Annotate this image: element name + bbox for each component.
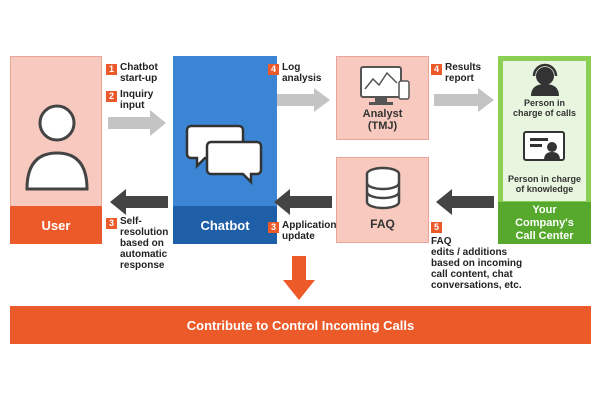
arrow-chatbot-to-analyst: [270, 88, 330, 112]
step-note-line: Application: [282, 220, 337, 231]
database-icon: [365, 166, 401, 210]
chatbot-label: Chatbot: [173, 206, 277, 244]
step-badge-3-self: 3: [106, 218, 117, 229]
step-note-results-report: Results report: [445, 62, 481, 84]
user-label: User: [10, 206, 102, 244]
step-note-application-update: Application update: [282, 220, 336, 242]
arrow-down-to-banner: [283, 256, 315, 300]
step-badge-4-log: 4: [268, 64, 279, 75]
person-calls-text: Person in charge of calls: [503, 98, 586, 118]
step-badge-5: 5: [431, 222, 442, 233]
step-note-chatbot-startup: Chatbot start-up: [120, 62, 158, 84]
arrow-analyst-to-center: [434, 88, 494, 112]
arrow-center-to-faq: [436, 189, 494, 215]
call-center-label: Your Company's Call Center: [498, 202, 591, 244]
step-badge-2: 2: [106, 91, 117, 102]
call-center-label-line: Call Center: [515, 229, 574, 242]
step-note-line: automatic: [120, 249, 168, 260]
step-note-line: conversations, etc.: [431, 280, 522, 291]
analyst-label: Analyst (TMJ): [336, 108, 429, 132]
step-note-line: resolution: [120, 227, 169, 238]
step-note-line: analysis: [282, 73, 322, 84]
step-note-line: call content, chat: [431, 269, 513, 280]
person-knowledge-text: Person in charge of knowledge: [503, 174, 586, 194]
call-center-label-line: Company's: [515, 216, 574, 229]
step-badge-1: 1: [106, 64, 117, 75]
step-note-inquiry-input: Inquiry input: [120, 89, 153, 111]
arrow-chatbot-to-user: [110, 189, 168, 215]
analyst-label-line: (TMJ): [367, 120, 398, 132]
step-note-line: update: [282, 231, 315, 242]
step-note-line: report: [445, 73, 474, 84]
faq-box: [336, 157, 429, 243]
person-knowledge-line: Person in charge: [507, 174, 582, 184]
person-calls-line: Person in: [523, 98, 565, 108]
step-note-line: based on: [120, 238, 164, 249]
step-note-line: input: [120, 100, 145, 111]
call-center-label-line: Your: [532, 203, 557, 216]
user-person-icon: [25, 104, 89, 191]
faq-label: FAQ: [370, 217, 395, 231]
step-note-line: Log: [282, 62, 301, 73]
banner-contribute: Contribute to Control Incoming Calls: [10, 306, 591, 344]
step-note-line: based on incoming: [431, 258, 523, 269]
step-note-line: Inquiry: [120, 89, 154, 100]
person-knowledge-line: of knowledge: [515, 184, 574, 194]
headset-operator-icon: [531, 63, 559, 96]
analyst-label-line: Analyst: [362, 108, 403, 120]
arrow-faq-to-chatbot: [274, 189, 332, 215]
step-badge-3-app: 3: [268, 222, 279, 233]
chat-bubbles-icon: [185, 124, 263, 186]
step-note-log-analysis: Log analysis: [282, 62, 321, 84]
step-note-faq-edits: FAQ edits / additions based on incoming …: [431, 236, 522, 291]
person-calls-line: charge of calls: [512, 108, 577, 118]
step-note-line: Chatbot: [120, 62, 158, 73]
knowledge-person-icon: [523, 131, 565, 161]
step-note-line: Self-: [120, 216, 142, 227]
step-note-line: Results: [445, 62, 482, 73]
step-note-line: response: [120, 260, 165, 271]
arrow-user-to-chatbot: [108, 110, 166, 136]
step-note-line: start-up: [120, 73, 158, 84]
step-badge-4-results: 4: [431, 64, 442, 75]
analyst-box: [336, 56, 429, 140]
step-note-self-resolution: Self- resolution based on automatic resp…: [120, 216, 168, 271]
step-note-line: FAQ: [431, 236, 452, 247]
analytics-monitor-icon: [360, 66, 410, 105]
step-note-line: edits / additions: [431, 247, 508, 258]
